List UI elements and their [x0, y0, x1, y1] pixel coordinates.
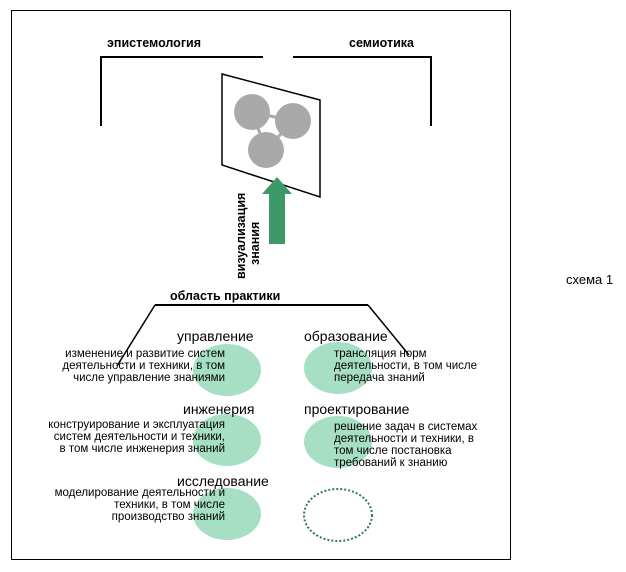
epistemology-label: эпистемология [107, 36, 202, 50]
ellipse-engineering [193, 414, 261, 466]
description-design: решение задач в системах деятельности и … [334, 421, 477, 469]
category-engineering: инженерия [183, 401, 255, 417]
desc-line: числе управление знаниями [73, 372, 225, 384]
ellipse-education [304, 342, 372, 394]
desc-line: систем деятельности и техники, [53, 431, 225, 443]
category-research: исследование [177, 473, 269, 489]
desc-line: решение задач в системах [334, 421, 478, 433]
visualization-label-line1: визуализация [234, 192, 248, 279]
desc-line: в том числе инженерия знаний [59, 443, 225, 455]
description-management: изменение и развитие систем деятельности… [62, 348, 225, 384]
description-education: трансляция норм деятельности, в том числ… [334, 348, 477, 384]
ellipse-design [304, 416, 372, 468]
scheme-caption: схема 1 [566, 272, 614, 287]
desc-line: том числе постановка [334, 445, 452, 457]
ellipse-management [193, 344, 261, 396]
visualization-arrow [262, 177, 292, 244]
category-management: управление [177, 328, 254, 344]
visualization-vertical-label: визуализация знания [234, 169, 262, 279]
category-design: проектирование [304, 401, 410, 417]
desc-line: техники, в том числе [114, 499, 225, 511]
description-research: моделирование деятельности и техники, в … [55, 487, 225, 523]
desc-line: требований к знанию [334, 457, 448, 469]
ellipse-empty-dotted [303, 488, 373, 542]
practice-bracket [116, 304, 410, 367]
visualization-label-line2: знания [248, 221, 262, 265]
semiotics-bracket [293, 56, 432, 126]
practice-title: область практики [170, 289, 281, 303]
desc-line: изменение и развитие систем [65, 348, 225, 360]
category-education: образование [304, 328, 388, 344]
desc-line: деятельности и техники, в [334, 433, 474, 445]
epistemology-bracket [100, 56, 263, 126]
diagram-frame [11, 10, 511, 560]
desc-line: деятельности, в том числе [334, 360, 477, 372]
description-engineering: конструирование и эксплуатация систем де… [48, 419, 225, 455]
desc-line: деятельности и техники, в том [62, 360, 225, 372]
desc-line: производство знаний [111, 511, 225, 523]
desc-line: моделирование деятельности и [54, 487, 225, 499]
molecule-icon [234, 94, 311, 168]
desc-line: передача знаний [334, 372, 425, 384]
semiotics-label: семиотика [349, 36, 415, 50]
desc-line: трансляция норм [334, 348, 427, 360]
ellipse-research [193, 488, 261, 540]
desc-line: конструирование и эксплуатация [48, 419, 225, 431]
